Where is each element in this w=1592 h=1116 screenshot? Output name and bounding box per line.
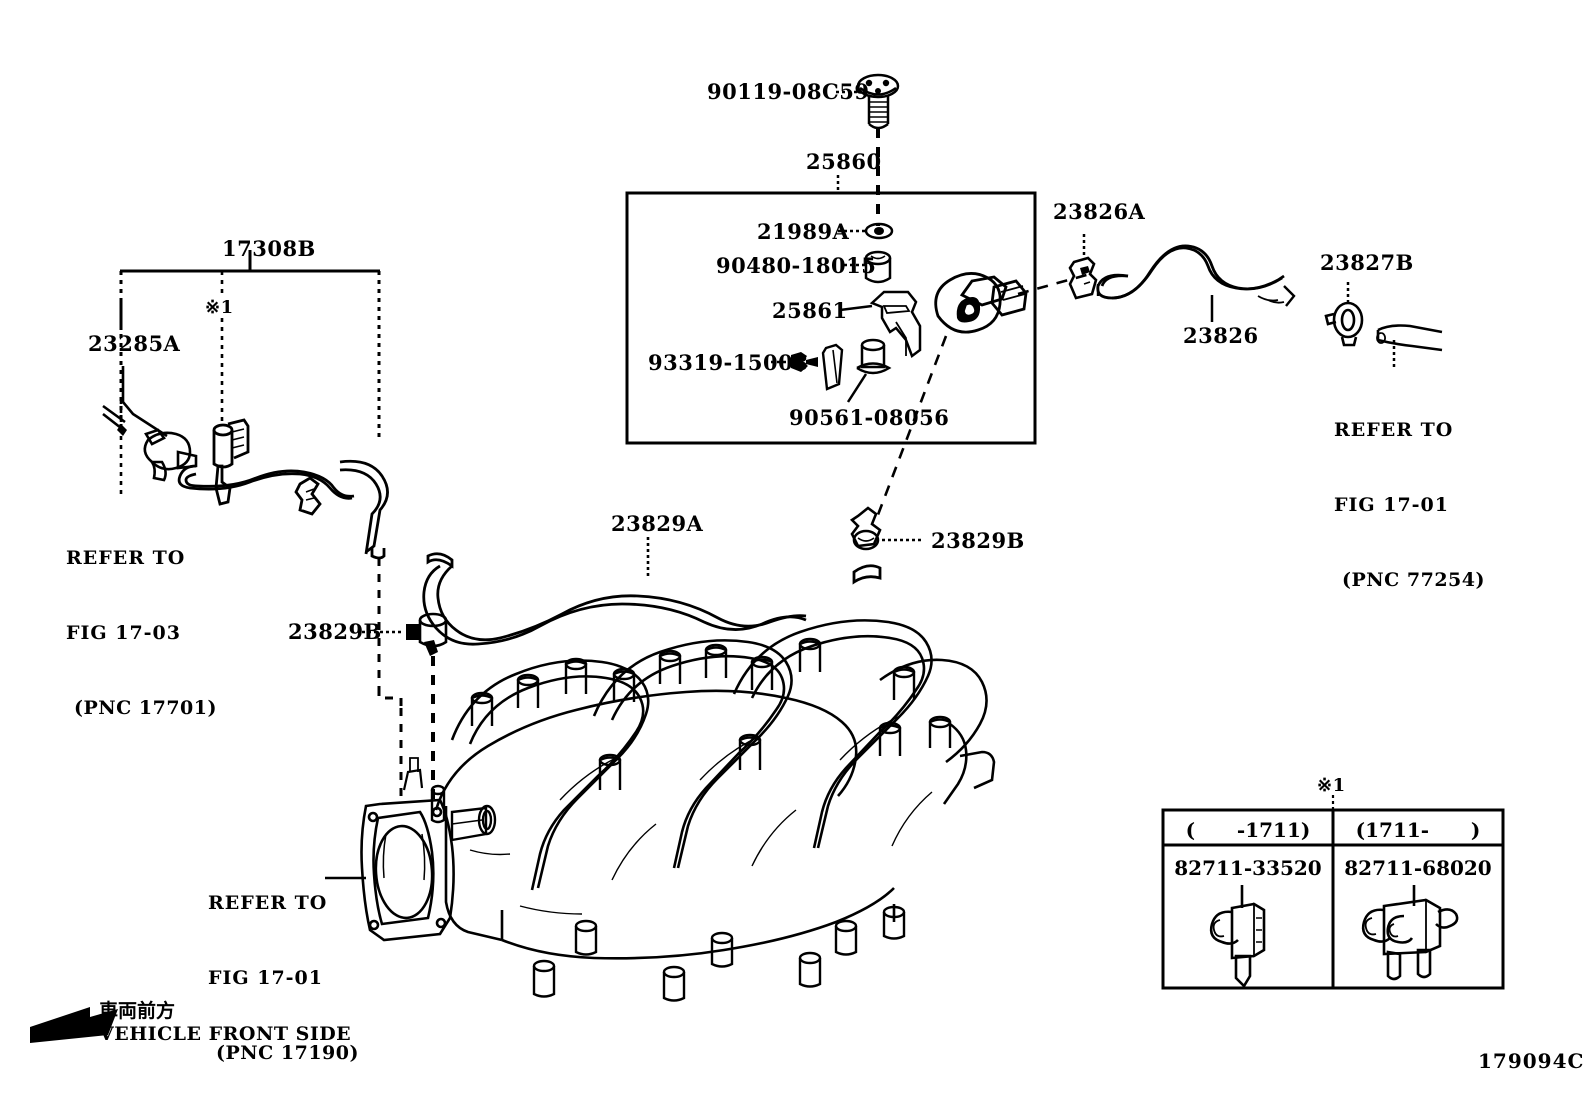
vehicle-front-english: VEHICLE FRONT SIDE (99, 1023, 352, 1045)
part-valve-23285a (102, 404, 198, 482)
part-cushion-90480 (864, 250, 892, 284)
assembly-axis-17308b-jog (377, 688, 403, 708)
vehicle-front-japanese: 車両前方 (99, 1000, 176, 1022)
part-hose-23826 (1096, 244, 1296, 307)
vehicle-front-indicator: 車両前方 VEHICLE FRONT SIDE (99, 996, 351, 1046)
variant-table-mark: ※1 (1317, 775, 1346, 796)
refer-block-left: REFER TO FIG 17-03 (PNC 17701) (66, 496, 217, 771)
leader-25861 (839, 304, 873, 312)
part-clip-23829b-right (849, 506, 882, 551)
part-intake-manifold (360, 619, 996, 1002)
part-hose-23829a (422, 552, 882, 646)
callout-90561-08056: 90561-08056 (789, 405, 950, 430)
part-vacuum-switching-valve (934, 272, 1028, 334)
leader-valve-to-23829b (874, 335, 948, 521)
variant-col-1-part: 82711-68020 (1344, 856, 1492, 880)
figure-code: 179094C (1478, 1049, 1585, 1073)
part-grommet-21989a (864, 222, 894, 240)
callout-23829b-right: 23829B (931, 528, 1025, 553)
part-collar-90561 (856, 338, 892, 375)
group-box-25860 (625, 191, 1037, 445)
refer-right-line2: FIG 17-01 (1334, 494, 1449, 516)
icon-clip-82711-33520 (1209, 885, 1266, 989)
leader-23285a-to-part (121, 366, 168, 438)
refer-right-line3: (PNC 77254) (1342, 569, 1485, 591)
part-harness-17308b (177, 418, 389, 560)
part-screw-93319 (791, 352, 818, 372)
callout-23285a: 23285A (88, 331, 181, 356)
callout-23829a: 23829A (611, 511, 704, 536)
callout-23829b-left: 23829B (288, 619, 382, 644)
callout-90480-18015: 90480-18015 (716, 253, 877, 278)
callout-23827b: 23827B (1320, 250, 1414, 275)
leader-valve-to-23826a (1017, 272, 1091, 296)
part-bracket-25861 (869, 290, 922, 359)
leader-90561 (846, 373, 868, 403)
refer-block-right: REFER TO FIG 17-01 (PNC 77254) (1334, 368, 1485, 643)
part-wedge-clip (821, 343, 844, 391)
part-pipe-stub-right (1376, 324, 1443, 352)
refer-left-line2: FIG 17-03 (66, 622, 181, 644)
part-clamp-23827b (1324, 301, 1364, 347)
callout-17308b: 17308B (222, 236, 316, 261)
mark-1-left: ※1 (205, 297, 234, 318)
refer-bottom-line2: FIG 17-01 (208, 967, 323, 989)
part-clip-23829b-left (406, 612, 448, 656)
refer-block-bottom: REFER TO FIG 17-01 (PNC 17190) (208, 841, 359, 1116)
icon-clip-82711-68020 (1361, 885, 1459, 981)
refer-left-line3: (PNC 17701) (74, 697, 217, 719)
arrow-left-icon (30, 1007, 118, 1043)
callout-23826: 23826 (1183, 323, 1259, 348)
variant-col-0-range: ( -1711) (1185, 818, 1311, 842)
refer-right-line1: REFER TO (1334, 419, 1454, 441)
callout-93319-15008: 93319-15008 (648, 350, 809, 375)
bracket-17308b (120, 250, 380, 273)
variant-col-1-range: (1711- ) (1355, 818, 1481, 842)
refer-left-line1: REFER TO (66, 547, 186, 569)
variant-col-0-part: 82711-33520 (1174, 856, 1322, 880)
callout-25861: 25861 (772, 298, 848, 323)
callout-90119-08c59: 90119-08C59 (707, 79, 870, 104)
refer-bottom-line3: (PNC 17190) (216, 1042, 359, 1064)
part-clip-23826a (1068, 256, 1098, 300)
part-bolt-90119 (856, 73, 900, 130)
callout-25860: 25860 (806, 149, 882, 174)
callout-21989a: 21989A (757, 219, 850, 244)
callout-23826a: 23826A (1053, 199, 1146, 224)
refer-bottom-line1: REFER TO (208, 892, 328, 914)
